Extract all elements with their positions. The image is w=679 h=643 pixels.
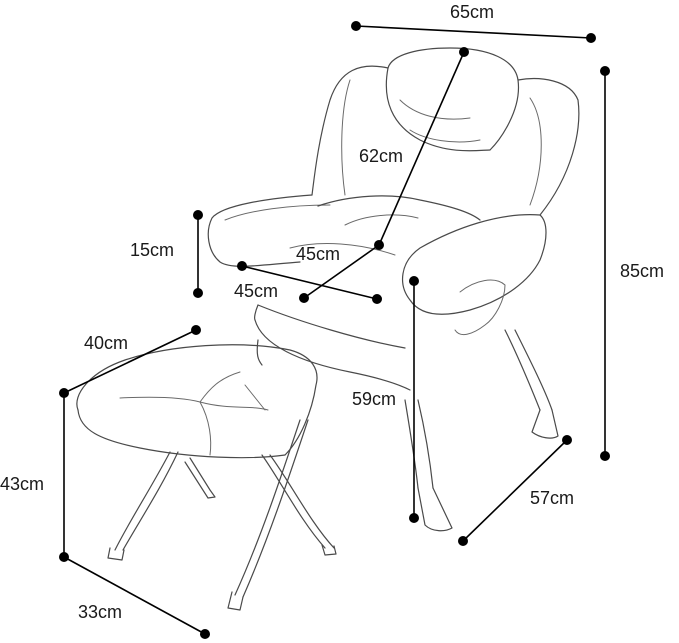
backrest-height-label: 62cm: [359, 146, 403, 166]
dimension-lines: [59, 21, 610, 639]
chair-depth-label: 57cm: [530, 488, 574, 508]
chair-height-label: 85cm: [620, 261, 664, 281]
seat-height-label: 59cm: [352, 389, 396, 409]
dimension-labels: 65cm 85cm 62cm 15cm 45cm 45cm 59cm 57cm …: [0, 2, 664, 622]
chair-width-label: 65cm: [450, 2, 494, 22]
seat-width-label: 45cm: [234, 281, 278, 301]
ottoman-drawing: [76, 344, 337, 611]
seat-depth-label: 45cm: [296, 244, 340, 264]
ottoman-width-label: 40cm: [84, 333, 128, 353]
lounge-chair-drawing: [207, 47, 580, 532]
ottoman-height-label: 43cm: [0, 474, 44, 494]
armrest-height-label: 15cm: [130, 240, 174, 260]
ottoman-depth-label: 33cm: [78, 602, 122, 622]
